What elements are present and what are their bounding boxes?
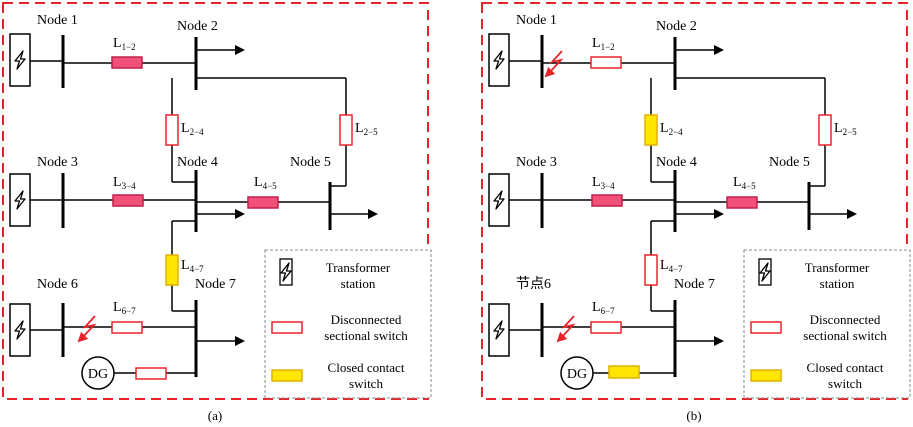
lightning-icon [280,262,292,282]
label-line-2-5: L2−5 [834,121,857,137]
switch-4-7 [644,254,658,286]
legend-closed-line1: Closed contact [328,360,405,375]
label-node-7: Node 7 [195,277,236,292]
legend-transformer-line2: station [820,276,855,291]
switch-2-4 [165,114,179,146]
transformer-node-6 [9,303,31,357]
label-line-6-7: L6−7 [113,300,136,316]
fault-zigzag [549,50,564,73]
panel-caption: (b) [686,408,701,423]
label-line-2-5: L2−5 [355,121,378,137]
lightning-icon [493,50,505,70]
switch-6-7 [111,321,143,334]
legend-transformer-icon [758,258,772,286]
legend: TransformerstationDisconnectedsectional … [743,249,911,399]
legend-closed-swatch [750,369,782,382]
lightning-icon [759,262,771,282]
legend-transformer-line1: Transformer [805,260,870,275]
fault-line-1-2 [544,50,564,78]
fault-arrowhead [77,331,89,343]
legend-disconnected-line1: Disconnected [810,312,881,327]
legend-closed-line2: switch [349,376,383,391]
lightning-icon [14,190,26,210]
switch-2-4 [644,114,658,146]
fault-arrowhead [556,331,568,343]
lightning-icon [14,50,26,70]
label-line-4-7: L4−7 [181,258,204,274]
panel-frame [481,2,908,400]
label-line-2-4: L2−4 [660,121,683,137]
switch-3-4 [591,194,623,207]
panel-frame [2,2,429,400]
switch-dg [135,367,167,380]
legend-transformer-icon [279,258,293,286]
fault-zigzag [561,315,576,338]
legend-transformer-line2: station [341,276,376,291]
label-node-5: Node 5 [290,155,331,170]
label-line-4-7: L4−7 [660,258,683,274]
legend-disconnected-swatch [271,321,303,334]
label-node-6: Node 6 [37,277,78,292]
label-line-1-2: L1−2 [592,36,615,52]
panel-caption: (a) [208,408,222,423]
legend-closed-line2: switch [828,376,862,391]
legend-disconnected-line1: Disconnected [331,312,402,327]
label-line-4-5: L4−5 [254,175,277,191]
label-node-4: Node 4 [656,155,697,170]
label-line-4-5: L4−5 [733,175,756,191]
switch-2-5 [339,114,353,146]
switch-dg [608,365,640,379]
legend-disconnected-line2: sectional switch [803,328,887,343]
switch-4-5 [247,196,279,209]
label-node-2: Node 2 [177,19,218,34]
legend-transformer-line1: Transformer [326,260,391,275]
label-node-2: Node 2 [656,19,697,34]
label-line-3-4: L3−4 [113,175,136,191]
switch-1-2 [590,56,622,69]
label-node-5: Node 5 [769,155,810,170]
fault-line-6-7 [556,315,576,343]
label-node-4: Node 4 [177,155,218,170]
label-line-6-7: L6−7 [592,300,615,316]
transformer-node-3 [9,173,31,227]
transformer-node-6 [488,303,510,357]
label-node-6: 节点6 [516,276,551,292]
fault-zigzag [82,315,97,338]
label-line-3-4: L3−4 [592,175,615,191]
label-node-7: Node 7 [674,277,715,292]
lightning-icon [14,320,26,340]
transformer-node-1 [9,33,31,87]
switch-6-7 [590,321,622,334]
label-node-1: Node 1 [516,13,557,28]
legend-disconnected-swatch [750,321,782,334]
transformer-node-1 [488,33,510,87]
lightning-icon [493,320,505,340]
switch-1-2 [111,56,143,69]
label-node-3: Node 3 [516,155,557,170]
label-node-1: Node 1 [37,13,78,28]
label-line-2-4: L2−4 [181,121,204,137]
transformer-node-3 [488,173,510,227]
legend-disconnected-line2: sectional switch [324,328,408,343]
switch-3-4 [112,194,144,207]
lightning-icon [493,190,505,210]
legend-closed-line1: Closed contact [807,360,884,375]
dg-label: DG [88,367,108,382]
fault-arrowhead [544,66,556,78]
switch-2-5 [818,114,832,146]
dg-label: DG [567,367,587,382]
legend: TransformerstationDisconnectedsectional … [264,249,432,399]
label-line-1-2: L1−2 [113,36,136,52]
switch-4-5 [726,196,758,209]
legend-closed-swatch [271,369,303,382]
label-node-3: Node 3 [37,155,78,170]
fault-line-6-7 [77,315,97,343]
switch-4-7 [165,254,179,286]
